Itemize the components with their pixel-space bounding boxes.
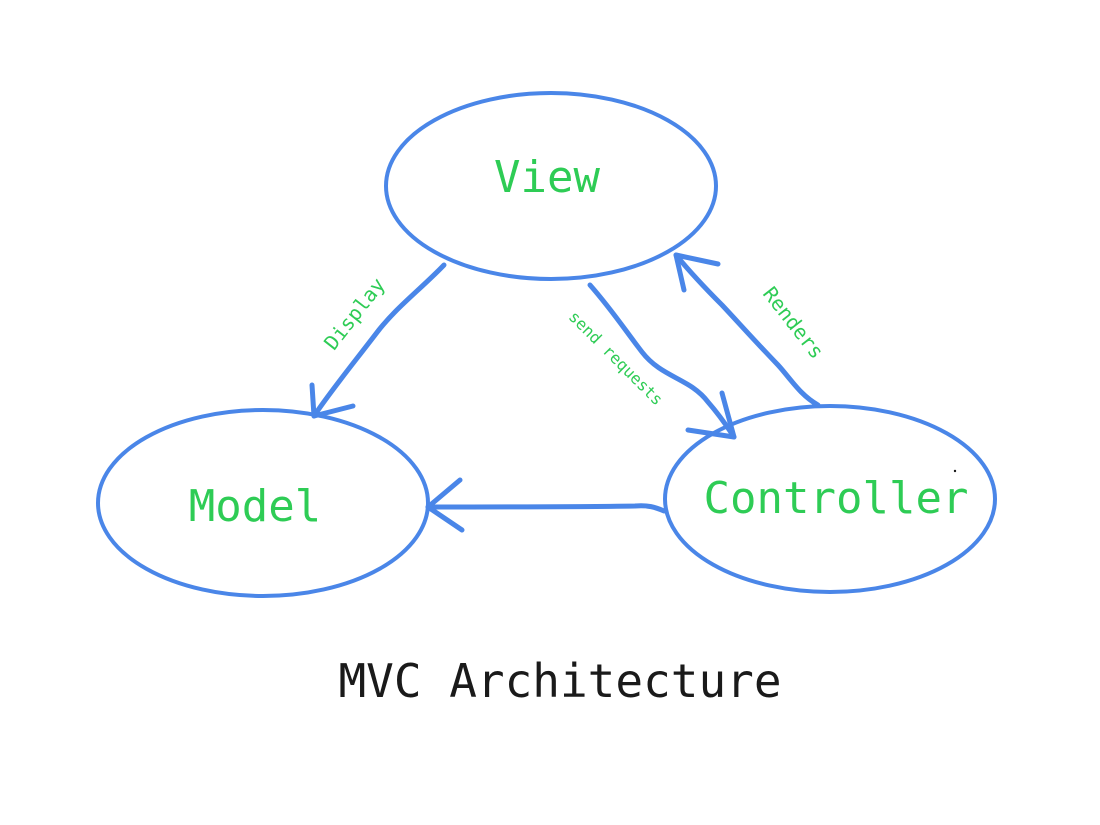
view-to-controller-arrowhead [685,390,737,440]
controller-to-view-arrowhead [673,252,721,293]
view-to-model-arrowhead [309,382,356,419]
controller-to-model-arrowhead [425,477,465,533]
controller-label: Controller [704,473,969,524]
view-to-controller-arrow [587,282,737,440]
controller-to-model-arrow [425,503,667,514]
controller-node [663,404,997,594]
view-label: View [494,152,600,203]
controller-to-view-arrow [673,252,821,408]
model-node [96,408,430,598]
view-node [384,91,718,281]
display-edge-label: Display [319,273,390,354]
model-label: Model [189,481,321,532]
view-to-model-arrow [311,262,447,419]
stray-dot [953,469,957,473]
renders-edge-label: Renders [758,282,829,363]
diagram-caption: MVC Architecture [338,654,781,708]
send-requests-edge-label: send requests [565,307,667,409]
